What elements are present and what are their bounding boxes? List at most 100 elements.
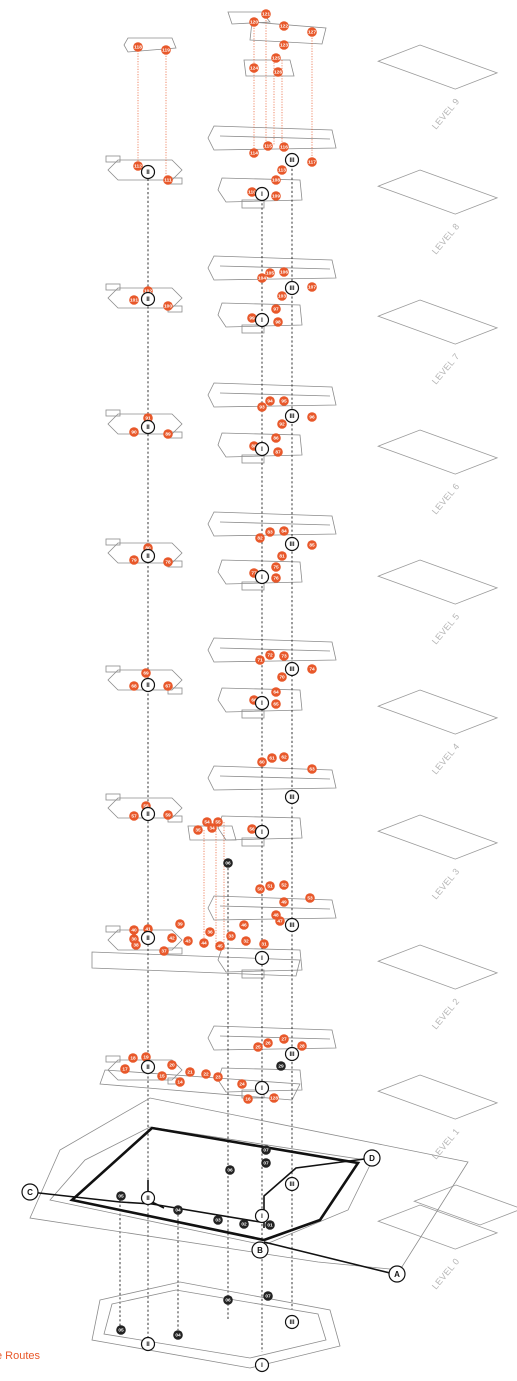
route-node <box>161 45 171 55</box>
route-node <box>247 824 257 834</box>
route-node <box>163 175 173 185</box>
route-node <box>265 268 275 278</box>
route-node-label: 94 <box>267 399 273 405</box>
route-node <box>249 17 259 27</box>
plan-tab <box>105 665 121 673</box>
route-node-label: 05 <box>118 1328 124 1334</box>
route-node <box>261 1158 271 1168</box>
level-label: LEVEL 5 <box>430 611 462 646</box>
core-marker-label: II <box>146 683 150 689</box>
route-node <box>239 1219 249 1229</box>
plan-tab <box>105 793 121 801</box>
plan-center-upper <box>207 1025 337 1051</box>
plan-tab <box>105 283 121 291</box>
route-node-label: 06 <box>225 1298 231 1304</box>
route-node <box>116 1325 126 1335</box>
route-node-label: 41 <box>145 927 151 933</box>
route-node-label: 57 <box>131 814 137 820</box>
route-node-label: 122 <box>280 24 288 30</box>
route-node-label: 76 <box>273 576 279 582</box>
route-node <box>273 447 283 457</box>
core-marker <box>284 280 300 296</box>
level-slab <box>377 1204 499 1250</box>
core-marker-label: III <box>289 923 294 929</box>
route-node-label: 120 <box>250 20 258 26</box>
core-marker <box>254 186 270 202</box>
plan-left-block <box>107 929 183 951</box>
core-marker <box>284 1046 300 1062</box>
core-marker-label: I <box>261 1214 263 1220</box>
entry-marker <box>388 1265 406 1283</box>
route-node <box>265 881 275 891</box>
floor-plans <box>91 11 337 1101</box>
level-slab <box>377 689 499 735</box>
route-node <box>277 419 287 429</box>
route-node-label: 32 <box>243 939 249 945</box>
route-node-label: 125 <box>272 56 280 62</box>
route-node-label: 53 <box>307 896 313 902</box>
core-marker <box>140 291 156 307</box>
route-node-label: 105 <box>266 271 274 277</box>
route-node <box>257 757 267 767</box>
route-node-label: 106 <box>280 270 288 276</box>
core-marker-label: III <box>289 1182 294 1188</box>
route-node-label: 90 <box>131 430 137 436</box>
route-node-label: 14 <box>177 1080 183 1086</box>
route-node <box>239 920 249 930</box>
core-marker-label: III <box>289 158 294 164</box>
route-node-label: 38 <box>133 943 139 949</box>
route-node-label: 113 <box>278 168 286 174</box>
plan-center-upper <box>207 765 337 791</box>
level-slab <box>377 1074 499 1120</box>
route-node-label: 102 <box>144 289 152 295</box>
route-node <box>141 668 151 678</box>
route-node-label: 88 <box>251 444 257 450</box>
plan-tab <box>241 837 265 847</box>
route-node-label: 60 <box>259 760 265 766</box>
route-node-label: 43 <box>185 939 191 945</box>
route-node <box>255 533 265 543</box>
route-node-label: 79 <box>131 558 137 564</box>
route-node-label: 63 <box>309 767 315 773</box>
plan-roof-a <box>227 11 271 25</box>
route-node <box>267 753 277 763</box>
vertical-shafts <box>119 20 313 1352</box>
route-node-label: 36 <box>207 930 213 936</box>
route-node <box>255 884 265 894</box>
plan-wing-l2 <box>91 951 301 977</box>
route-node-label: 35 <box>195 828 201 834</box>
core-marker-label: III <box>289 414 294 420</box>
route-node <box>159 946 169 956</box>
plan-tab <box>167 687 183 695</box>
route-node <box>307 664 317 674</box>
level-slab <box>377 44 499 90</box>
route-node-label: 72 <box>267 653 273 659</box>
core-marker <box>140 1059 156 1075</box>
route-node-label: 48 <box>273 913 279 919</box>
core-marker-label: II <box>146 1196 150 1202</box>
route-node <box>215 941 225 951</box>
route-node <box>129 681 139 691</box>
level-label: LEVEL 1 <box>430 1126 462 1161</box>
route-node-label: 19 <box>143 1055 149 1061</box>
route-node <box>265 650 275 660</box>
entry-marker-label: A <box>394 1270 400 1279</box>
route-node <box>271 53 281 63</box>
level-label: LEVEL 0 <box>430 1256 462 1291</box>
level-slab-inner <box>413 1184 517 1226</box>
route-node-label: 101 <box>130 298 138 304</box>
core-marker <box>254 569 270 585</box>
route-node-label: 69 <box>143 671 149 677</box>
core-marker-label: II <box>146 1342 150 1348</box>
route-node <box>201 1069 211 1079</box>
route-node-label: 33 <box>228 934 234 940</box>
route-node <box>271 562 281 572</box>
route-node <box>141 1052 151 1062</box>
route-node-label: 80 <box>145 546 151 552</box>
route-node-label: 85 <box>309 543 315 549</box>
route-node <box>279 40 289 50</box>
route-node <box>261 1145 271 1155</box>
route-node-label: 92 <box>279 422 285 428</box>
route-node-label: 119 <box>162 48 170 54</box>
